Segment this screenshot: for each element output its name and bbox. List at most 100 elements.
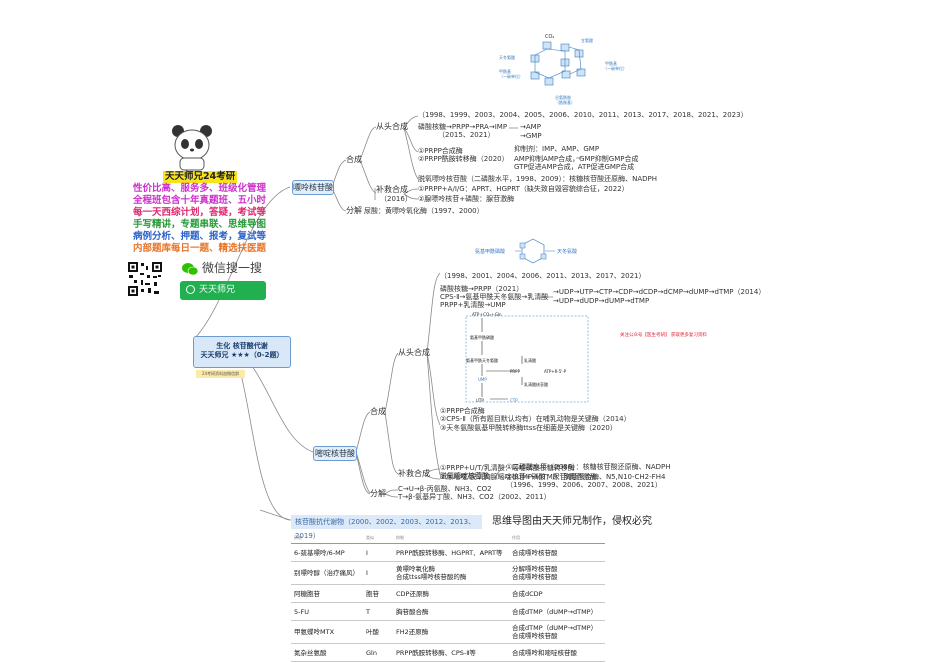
- struct-gln: 谷氨酰胺: [555, 94, 571, 100]
- purine-inhibitor-2: AMP抑制AMP合成，GMP抑制GMP合成: [514, 155, 639, 163]
- struct-gly: 甘氨酸: [581, 37, 593, 43]
- table-cell: PRPP酰胺转移酶、HGPRT、APRT等: [393, 543, 509, 562]
- center-node[interactable]: 生化 核苷酸代谢 天天师兄 ★★★（0-2题）: [193, 336, 291, 368]
- promo-line: 性价比高、服务多、班级化管理: [133, 183, 267, 194]
- table-cell: 黄嘌呤氧化酶 合成ttss嘌呤核苷酸的酶: [393, 561, 509, 585]
- flow-utp: UTP: [476, 398, 484, 403]
- pyrimidine-path-3: PRPP+乳清酸→UMP: [440, 301, 506, 309]
- table-cell: 别嘌呤醇（治疗痛风）: [291, 561, 363, 585]
- pyrimidine-enzyme-3: ③天冬氨酸氨基甲酰转移酶ttss在细菌是关键酶（2020）: [440, 424, 617, 432]
- flow-ump: UMP: [478, 377, 487, 382]
- pyrimidine-deoxy-2-years: （1996、1999、2006、2007、2008、2021）: [506, 481, 662, 489]
- table-cell: PRPP酰胺转移酶、CPS-Ⅱ等: [393, 643, 509, 662]
- promo-line: 每一天西综计划，答疑，考试等: [133, 207, 267, 218]
- purine-path: 磷酸核糖→PRPP→PRA→IMP: [418, 123, 508, 131]
- table-cell: 合成嘌呤核苷酸: [509, 543, 605, 562]
- table-cell: I: [363, 561, 393, 585]
- pyrimidine-node[interactable]: 嘧啶核苷酸: [313, 446, 357, 461]
- struct-formyl-2: 甲酰基: [605, 60, 617, 66]
- flow-prpp: PRPP: [510, 369, 521, 374]
- pyrimidine-deoxy-2: ②dUMP→dTMP：胸苷酸合酶、N5,N10-CH2-FH4: [506, 473, 666, 481]
- table-cell: Gln: [363, 643, 393, 662]
- purine-synthesis-label: 合成: [346, 155, 362, 164]
- table-cell: 阿糖胞苷: [291, 584, 363, 603]
- purine-salvage-year: （2016）: [380, 195, 412, 203]
- table-header-row: 药物 类似 抑制 作用: [291, 532, 605, 544]
- pyrimidine-flow-chart: ATP＋CO₂＋Gln 氨基甲酰磷酸 氨基甲酰天冬氨酸 乳清酸 PRPP ATP…: [462, 310, 592, 405]
- header-drug: 药物: [291, 532, 363, 544]
- struct-carbamoyl: 氨基甲酰磷酸: [475, 248, 505, 255]
- struct-formyl-1: 甲酰基: [499, 68, 511, 74]
- pyrimidine-deoxy-label: 脱氧嘧啶核苷酸: [440, 472, 489, 480]
- pyrimidine-branch-1: →UDP→UTP→CTP→CDP→dCDP→dCMP→dUMP→dTMP（201…: [553, 288, 766, 296]
- center-title-2: 天天师兄 ★★★（0-2题）: [200, 351, 284, 359]
- struct-pyr-asp: 天冬氨酸: [557, 248, 577, 255]
- flow-top: ATP＋CO₂＋Gln: [472, 312, 502, 317]
- wechat-search-box-text: 天天师兄: [199, 285, 236, 295]
- purine-salvage-label: 补救合成: [376, 185, 408, 194]
- pyrimidine-salvage-1: ①PRPP+U/T/乳清酸：嘧啶磷酸核糖转移酶: [440, 464, 575, 472]
- purine-enzyme-1: ①PRPP合成酶: [418, 147, 463, 155]
- table-cell: 胞苷: [363, 584, 393, 603]
- pyrimidine-ring-structure: 氨基甲酰磷酸 天冬氨酸: [475, 236, 605, 268]
- table-cell: 分解嘌呤核苷酸 合成嘌呤核苷酸: [509, 561, 605, 585]
- table-cell: I: [363, 543, 393, 562]
- table-cell: FH2还原酶: [393, 620, 509, 644]
- pyrimidine-decomp-1: C→U→β-丙氨酸、NH3、CO2: [398, 485, 492, 493]
- table-cell: 甲氨蝶呤MTX: [291, 620, 363, 644]
- center-title-1: 生化 核苷酸代谢: [216, 342, 268, 350]
- header-analog: 类似: [363, 532, 393, 544]
- wechat-search-box[interactable]: 天天师兄: [180, 281, 266, 300]
- antimetab-caption: 核苷酸抗代谢物（2000、2002、2003、2012、2013、2019）: [291, 515, 482, 540]
- copyright: 思维导图由天天师兄制作，侵权必究: [492, 516, 652, 527]
- purine-years: （1998、1999、2003、2004、2005、2006、2010、2011…: [418, 111, 748, 119]
- pyrimidine-branch-2: →UDP→dUDP→dUMP→dTMP: [553, 297, 650, 305]
- purine-ring-structure: CO₂ 甘氨酸 天冬氨酸 甲酰基 （一碳单位） 甲酰基 （一碳单位） 谷氨酰胺 …: [495, 32, 630, 107]
- pyrimidine-decomp-2: T→β-氨基异丁酸、NH3、CO2（2002、2011）: [398, 493, 551, 501]
- wechat-search-label: 微信搜一搜: [202, 261, 263, 275]
- purine-inhibitor-1: 抑制剂：IMP、AMP、GMP: [514, 145, 600, 153]
- pyrimidine-decomp-label: 分解: [370, 489, 386, 498]
- flow-b: 氨基甲酰天冬氨酸: [466, 357, 498, 363]
- table-cell: T: [363, 602, 393, 621]
- pyrimidine-enzyme-1: ①PRPP合成酶: [440, 407, 485, 415]
- table-cell: 5-FU: [291, 602, 363, 621]
- table-cell: 6-巯基嘌呤/6-MP: [291, 543, 363, 562]
- flow-e: ATP+R-5'-P: [544, 369, 567, 374]
- table-cell: 合成嘌呤和嘧啶核苷酸: [509, 643, 605, 662]
- purine-path-years: （2015、2021）: [438, 131, 495, 139]
- wechat-icon: [182, 261, 199, 276]
- pyrimidine-path-1: 磷酸核糖→PRPP（2021）: [440, 285, 524, 293]
- pyrimidine-enzyme-2: ②CPS-Ⅱ（所有题目默认均有）在哺乳动物是关键酶（2014）: [440, 415, 631, 423]
- header-effect: 作用: [509, 532, 605, 544]
- pyrimidine-salvage-label: 补救合成: [398, 469, 430, 478]
- svg-text:（酰胺基）: （酰胺基）: [555, 99, 575, 105]
- pyrimidine-synthesis-label: 合成: [370, 407, 386, 416]
- promo-line: 手写精讲，专题串联、思维导图: [133, 219, 267, 230]
- purine-salvage-1: ①PRPP+A/I/G：APRT、HGPRT（缺失致自毁容貌综合征，2022）: [418, 185, 629, 193]
- red-note: 关注公众号【医生考研】 获取更多复习资料: [620, 333, 707, 338]
- brand-title: 天天师兄24考研: [163, 171, 238, 183]
- purine-amp: →AMP: [520, 123, 541, 131]
- flow-c: 乳清酸: [524, 357, 536, 363]
- struct-asp: 天冬氨酸: [499, 54, 515, 60]
- pyrimidine-deoxy-1: ①二磷酸水平（2006）：核糖核苷酸还原酶、NADPH: [506, 463, 671, 471]
- purine-inhibitor-3: GTP促进AMP合成，ATP促进GMP合成: [514, 163, 635, 171]
- svg-text:（一碳单位）: （一碳单位）: [499, 73, 523, 79]
- table-cell: 合成dTMP（dUMP→dTMP） 合成嘌呤核苷酸: [509, 620, 605, 644]
- search-icon: [186, 285, 195, 294]
- table-cell: CDP还原酶: [393, 584, 509, 603]
- purine-salvage-2: ②腺嘌呤核苷+磷酸：腺苷激酶: [418, 195, 515, 203]
- purine-node[interactable]: 嘌呤核苷酸: [292, 180, 334, 195]
- promo-line: 全程班包含十年真题班、五小时: [133, 195, 267, 206]
- header-inhibits: 抑制: [393, 532, 509, 544]
- table-cell: 氮杂丝氨酸: [291, 643, 363, 662]
- pyrimidine-years: （1998、2001、2004、2006、2011、2013、2017、2021…: [440, 272, 646, 280]
